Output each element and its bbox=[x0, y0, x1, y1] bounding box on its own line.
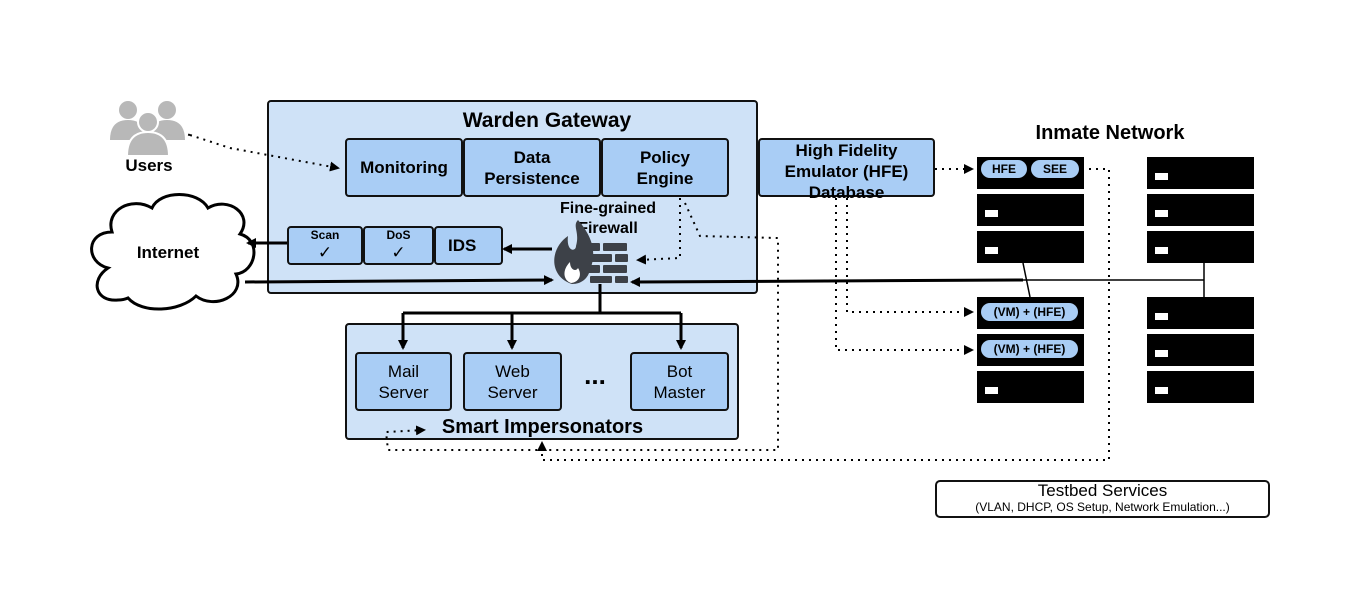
scan-box[interactable]: Scan ✓ bbox=[287, 226, 363, 265]
mail-server-box[interactable]: Mail Server bbox=[355, 352, 452, 411]
bot-master-box[interactable]: Bot Master bbox=[630, 352, 729, 411]
server-rack-4[interactable] bbox=[1147, 297, 1254, 403]
internet-label: Internet bbox=[136, 243, 200, 262]
hfe-database-box[interactable]: High Fidelity Emulator (HFE) Database bbox=[758, 138, 935, 202]
vm-hfe-tag-2: (VM) + (HFE) bbox=[981, 340, 1078, 358]
inmate-network-title: Inmate Network bbox=[1035, 122, 1185, 144]
vm-hfe-tag-1: (VM) + (HFE) bbox=[981, 303, 1078, 321]
dos-box[interactable]: DoS ✓ bbox=[363, 226, 434, 265]
warden-gateway-title: Warden Gateway bbox=[462, 109, 632, 132]
testbed-services-box[interactable]: Testbed Services (VLAN, DHCP, OS Setup, … bbox=[935, 480, 1270, 518]
policy-engine-box[interactable]: Policy Engine bbox=[601, 138, 729, 197]
hfe-tag: HFE bbox=[981, 160, 1027, 178]
dos-label: DoS bbox=[386, 228, 411, 242]
scan-check-icon: ✓ bbox=[317, 243, 333, 262]
firewall-label: Fine-grained Firewall bbox=[559, 200, 656, 237]
ellipsis-label: ... bbox=[584, 360, 606, 390]
monitoring-box[interactable]: Monitoring bbox=[345, 138, 463, 197]
users-label: Users bbox=[125, 156, 173, 175]
web-server-box[interactable]: Web Server bbox=[463, 352, 562, 411]
scan-label: Scan bbox=[310, 228, 340, 242]
ids-box[interactable]: IDS bbox=[434, 226, 503, 265]
users-icon bbox=[110, 101, 185, 157]
smart-impersonators-title: Smart Impersonators bbox=[441, 416, 644, 438]
testbed-services-subtitle: (VLAN, DHCP, OS Setup, Network Emulation… bbox=[975, 500, 1230, 514]
dos-check-icon: ✓ bbox=[391, 243, 406, 262]
see-tag: SEE bbox=[1031, 160, 1079, 178]
data-persistence-box[interactable]: Data Persistence bbox=[463, 138, 601, 197]
testbed-services-title: Testbed Services bbox=[1037, 481, 1168, 500]
server-rack-2[interactable] bbox=[1147, 157, 1254, 263]
